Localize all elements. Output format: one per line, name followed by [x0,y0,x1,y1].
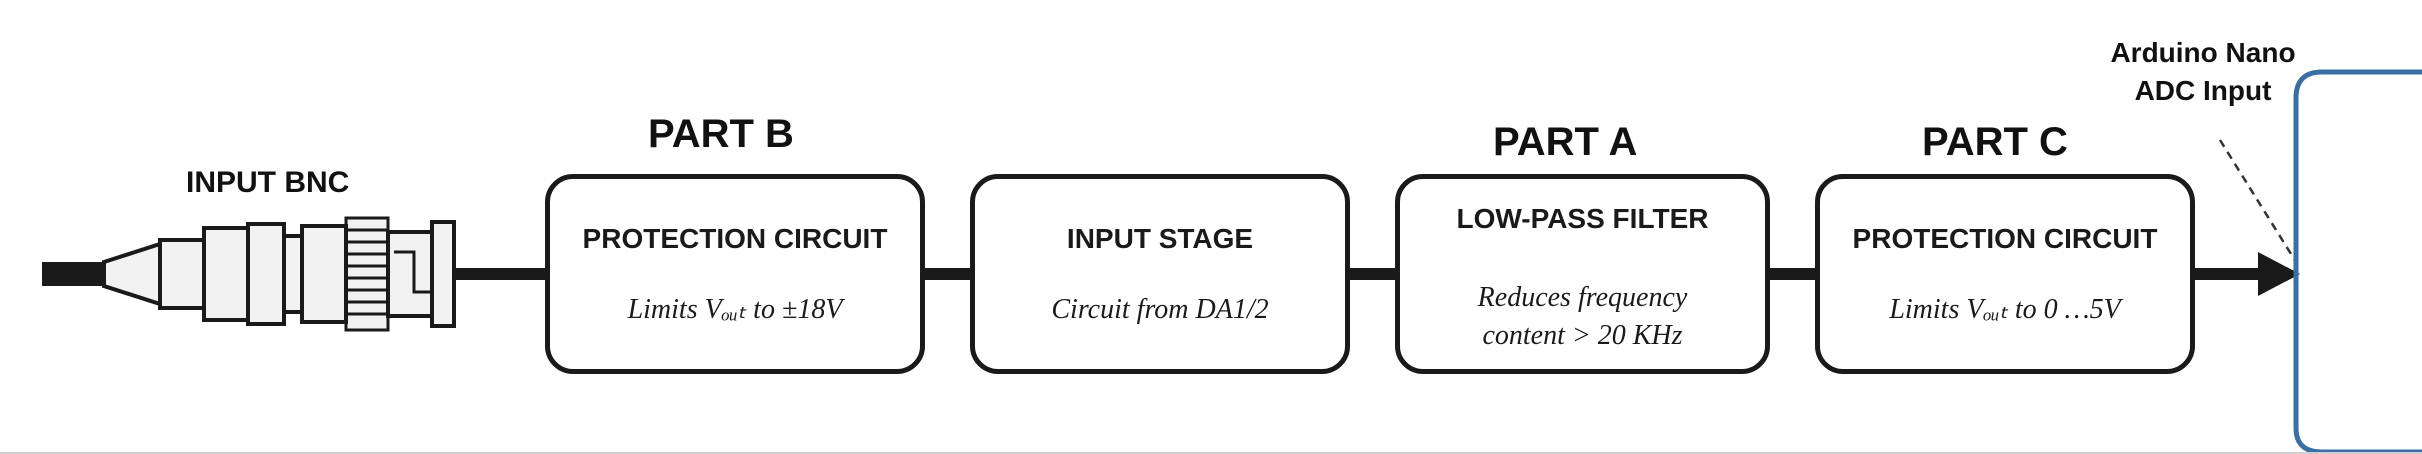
part-b-label: PART B [648,112,794,156]
part-c-label: PART C [1922,120,2068,164]
input-stage-block: INPUT STAGE Circuit from DA1/2 [970,174,1350,374]
block-description-line2: content > 20 KHz [1482,320,1683,351]
arrowhead-icon [2258,252,2300,296]
block-title: PROTECTION CIRCUIT [1852,223,2158,254]
block-description-line1: Reduces frequency [1477,282,1688,313]
block-description: Limits Vₒᵤₜ to ±18V [627,294,843,325]
adc-label-line2: ADC Input [2134,75,2272,106]
adc-bracket [2293,69,2422,454]
part-a-label: PART A [1493,120,1638,164]
block-title: LOW-PASS FILTER [1456,203,1709,234]
protection-circuit-block-c: PROTECTION CIRCUIT Limits Vₒᵤₜ to 0 …5V [1815,174,2195,374]
adc-pointer-line [2218,139,2298,263]
block-description: Circuit from DA1/2 [1051,294,1269,325]
block-title: PROTECTION CIRCUIT [582,223,888,254]
input-cable [42,262,104,286]
block-title: INPUT STAGE [1066,223,1254,254]
low-pass-filter-block: LOW-PASS FILTER Reduces frequency conten… [1395,174,1770,374]
input-bnc-label: INPUT BNC [186,166,350,199]
block-description: Limits Vₒᵤₜ to 0 …5V [1889,294,2121,325]
adc-label-line1: Arduino Nano [2110,37,2296,68]
bnc-connector-icon [102,216,456,332]
divider [0,452,2422,454]
protection-circuit-block-b: PROTECTION CIRCUIT Limits Vₒᵤₜ to ±18V [545,174,925,374]
adc-input-label: Arduino Nano ADC Input [2068,34,2338,110]
